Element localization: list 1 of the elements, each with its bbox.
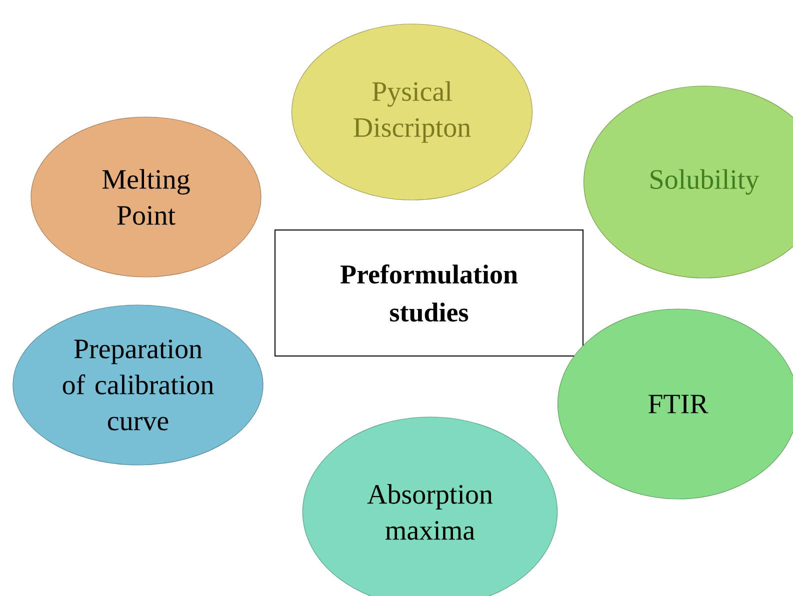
title-box: Preformulation studies — [274, 230, 584, 356]
